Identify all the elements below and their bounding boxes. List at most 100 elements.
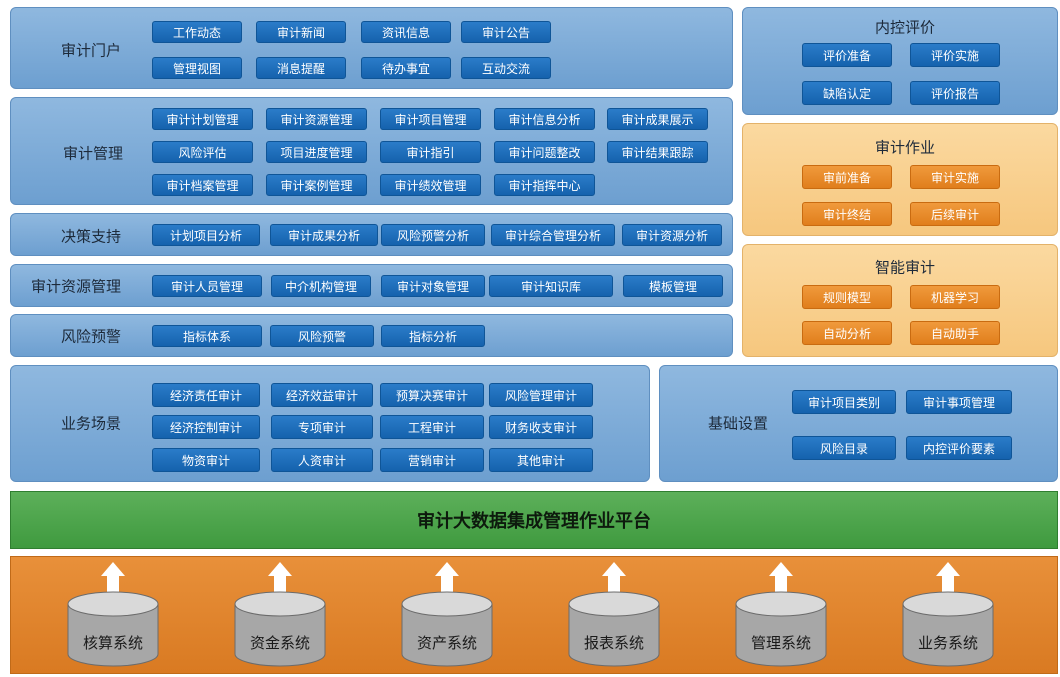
smart-btn-machine-learning[interactable]: 机器学习 [910, 285, 1000, 309]
resources-title: 审计资源管理 [30, 277, 122, 296]
mgmt-btn-result-tracking[interactable]: 审计结果跟踪 [607, 141, 708, 163]
biz-btn-marketing[interactable]: 营销审计 [380, 448, 484, 472]
mgmt-btn-risk-assessment[interactable]: 风险评估 [152, 141, 253, 163]
mgmt-btn-archive[interactable]: 审计档案管理 [152, 174, 253, 196]
biz-btn-economic-benefit[interactable]: 经济效益审计 [271, 383, 373, 407]
mgmt-btn-performance[interactable]: 审计绩效管理 [380, 174, 481, 196]
management-panel: 审计管理 审计计划管理 审计资源管理 审计项目管理 审计信息分析 审计成果展示 … [10, 97, 733, 205]
mgmt-btn-project[interactable]: 审计项目管理 [380, 108, 481, 130]
risk-btn-warning[interactable]: 风险预警 [270, 325, 374, 347]
risk-title: 风险预警 [60, 327, 122, 346]
res-btn-template[interactable]: 模板管理 [623, 275, 723, 297]
ic-btn-preparation[interactable]: 评价准备 [802, 43, 892, 67]
system-reports[interactable]: 报表系统 [564, 560, 664, 667]
smart-btn-rule-model[interactable]: 规则模型 [802, 285, 892, 309]
mgmt-btn-results-display[interactable]: 审计成果展示 [607, 108, 708, 130]
system-label: 业务系统 [917, 634, 978, 652]
mgmt-btn-command-center[interactable]: 审计指挥中心 [494, 174, 595, 196]
management-title: 审计管理 [62, 144, 124, 163]
mgmt-btn-rectification[interactable]: 审计问题整改 [494, 141, 595, 163]
portal-btn-info[interactable]: 资讯信息 [361, 21, 451, 43]
ic-btn-implementation[interactable]: 评价实施 [910, 43, 1000, 67]
internal-control-title: 内控评价 [874, 18, 936, 37]
basic-btn-risk-catalog[interactable]: 风险目录 [792, 436, 896, 460]
smart-btn-auto-analysis[interactable]: 自动分析 [802, 321, 892, 345]
portal-btn-audit-news[interactable]: 审计新闻 [256, 21, 346, 43]
portal-btn-notice[interactable]: 审计公告 [461, 21, 551, 43]
database-icon [902, 562, 994, 667]
biz-btn-hr[interactable]: 人资审计 [271, 448, 373, 472]
portal-btn-todo[interactable]: 待办事宜 [361, 57, 451, 79]
work-btn-follow-up[interactable]: 后续审计 [910, 202, 1000, 226]
mgmt-btn-guide[interactable]: 审计指引 [380, 141, 481, 163]
system-label: 管理系统 [750, 634, 811, 652]
database-icon [234, 562, 326, 667]
risk-panel: 风险预警 指标体系 风险预警 指标分析 [10, 314, 733, 357]
biz-btn-risk-management[interactable]: 风险管理审计 [489, 383, 593, 407]
audit-work-title: 审计作业 [874, 138, 936, 157]
work-btn-implementation[interactable]: 审计实施 [910, 165, 1000, 189]
decision-btn-results-analysis[interactable]: 审计成果分析 [270, 224, 378, 246]
mgmt-btn-progress[interactable]: 项目进度管理 [266, 141, 367, 163]
system-label: 核算系统 [82, 634, 143, 652]
portal-btn-message-alert[interactable]: 消息提醒 [256, 57, 346, 79]
mgmt-btn-case[interactable]: 审计案例管理 [266, 174, 367, 196]
smart-audit-title: 智能审计 [874, 258, 936, 277]
portal-btn-management-view[interactable]: 管理视图 [152, 57, 242, 79]
biz-btn-economic-responsibility[interactable]: 经济责任审计 [152, 383, 260, 407]
systems-base: 核算系统 资金系统 资产系统 报表系统 管理系统 [10, 556, 1058, 674]
system-label: 资产系统 [416, 634, 477, 652]
biz-btn-other[interactable]: 其他审计 [489, 448, 593, 472]
mgmt-btn-info-analysis[interactable]: 审计信息分析 [494, 108, 595, 130]
ic-btn-defect-identification[interactable]: 缺陷认定 [802, 81, 892, 105]
res-btn-object[interactable]: 审计对象管理 [381, 275, 485, 297]
system-business[interactable]: 业务系统 [898, 560, 998, 667]
basic-panel: 基础设置 审计项目类别 审计事项管理 风险目录 内控评价要素 [659, 365, 1058, 482]
basic-btn-project-category[interactable]: 审计项目类别 [792, 390, 896, 414]
system-management[interactable]: 管理系统 [731, 560, 831, 667]
biz-btn-materials[interactable]: 物资审计 [152, 448, 260, 472]
decision-btn-resource-analysis[interactable]: 审计资源分析 [622, 224, 722, 246]
portal-panel: 审计门户 工作动态 审计新闻 资讯信息 审计公告 管理视图 消息提醒 待办事宜 … [10, 7, 733, 89]
biz-btn-engineering[interactable]: 工程审计 [380, 415, 484, 439]
basic-title: 基础设置 [707, 414, 769, 433]
work-btn-pre-audit[interactable]: 审前准备 [802, 165, 892, 189]
mgmt-btn-resources[interactable]: 审计资源管理 [266, 108, 367, 130]
basic-btn-control-elements[interactable]: 内控评价要素 [906, 436, 1012, 460]
platform-bar: 审计大数据集成管理作业平台 [10, 491, 1058, 549]
portal-title: 审计门户 [60, 41, 122, 60]
system-funds[interactable]: 资金系统 [230, 560, 330, 667]
decision-btn-plan-analysis[interactable]: 计划项目分析 [152, 224, 260, 246]
system-assets[interactable]: 资产系统 [397, 560, 497, 667]
res-btn-personnel[interactable]: 审计人员管理 [152, 275, 262, 297]
decision-title: 决策支持 [60, 227, 122, 246]
risk-btn-indicator-system[interactable]: 指标体系 [152, 325, 262, 347]
portal-btn-interaction[interactable]: 互动交流 [461, 57, 551, 79]
biz-btn-economic-control[interactable]: 经济控制审计 [152, 415, 260, 439]
system-accounting[interactable]: 核算系统 [63, 560, 163, 667]
biz-btn-finance[interactable]: 财务收支审计 [489, 415, 593, 439]
decision-panel: 决策支持 计划项目分析 审计成果分析 风险预警分析 审计综合管理分析 审计资源分… [10, 213, 733, 256]
decision-btn-comprehensive-analysis[interactable]: 审计综合管理分析 [491, 224, 615, 246]
biz-btn-budget[interactable]: 预算决赛审计 [380, 383, 484, 407]
business-panel: 业务场景 经济责任审计 经济效益审计 预算决赛审计 风险管理审计 经济控制审计 … [10, 365, 650, 482]
database-icon [568, 562, 660, 667]
biz-btn-special[interactable]: 专项审计 [271, 415, 373, 439]
database-icon [401, 562, 493, 667]
risk-btn-indicator-analysis[interactable]: 指标分析 [381, 325, 485, 347]
system-label: 资金系统 [249, 634, 310, 652]
basic-btn-matter-management[interactable]: 审计事项管理 [906, 390, 1012, 414]
portal-btn-work-news[interactable]: 工作动态 [152, 21, 242, 43]
database-icon [735, 562, 827, 667]
database-icon [67, 562, 159, 667]
res-btn-agency[interactable]: 中介机构管理 [271, 275, 371, 297]
mgmt-btn-plan[interactable]: 审计计划管理 [152, 108, 253, 130]
resources-panel: 审计资源管理 审计人员管理 中介机构管理 审计对象管理 审计知识库 模板管理 [10, 264, 733, 307]
smart-btn-auto-assistant[interactable]: 自动助手 [910, 321, 1000, 345]
decision-btn-risk-warning-analysis[interactable]: 风险预警分析 [381, 224, 485, 246]
internal-control-panel: 内控评价 评价准备 评价实施 缺陷认定 评价报告 [742, 7, 1058, 115]
ic-btn-report[interactable]: 评价报告 [910, 81, 1000, 105]
work-btn-termination[interactable]: 审计终结 [802, 202, 892, 226]
audit-work-panel: 审计作业 审前准备 审计实施 审计终结 后续审计 [742, 123, 1058, 236]
res-btn-knowledge-base[interactable]: 审计知识库 [489, 275, 613, 297]
